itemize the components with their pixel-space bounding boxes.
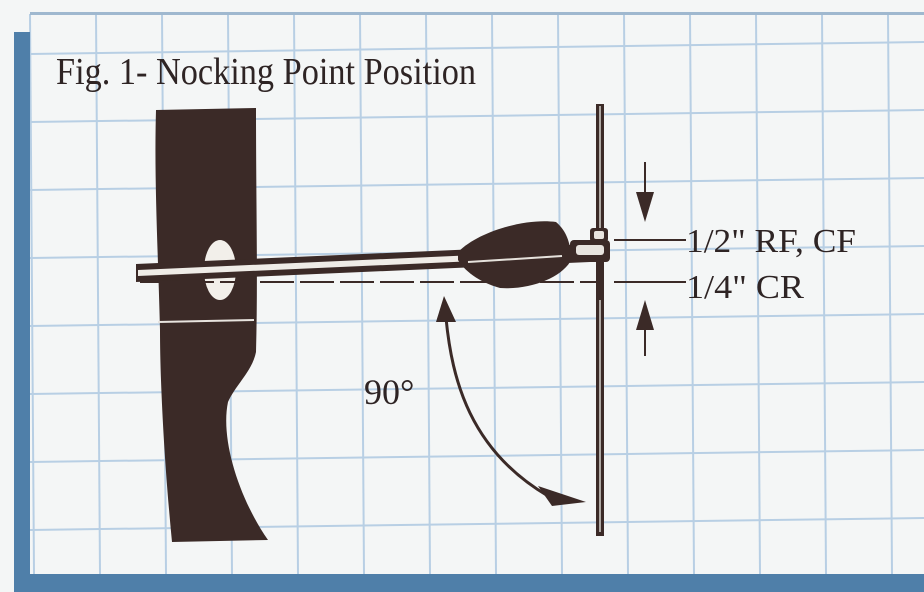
down-arrow-icon bbox=[636, 192, 654, 222]
frame-left-edge bbox=[14, 32, 30, 592]
nock-highlight bbox=[576, 245, 604, 255]
arc-arrowhead-top-icon bbox=[436, 296, 456, 322]
angle-label: 90° bbox=[364, 372, 414, 412]
graph-paper-grid bbox=[29, 13, 924, 575]
nocking-point-marker-highlight bbox=[594, 231, 604, 239]
grid-line-vertical bbox=[623, 13, 629, 575]
grid-line-vertical bbox=[359, 13, 365, 575]
bow-riser bbox=[155, 108, 268, 542]
grid-line-horizontal bbox=[29, 41, 924, 55]
grid-line-vertical bbox=[821, 13, 827, 575]
grid-line-vertical bbox=[887, 13, 893, 575]
right-angle-arc bbox=[444, 317, 549, 498]
frame-top-edge bbox=[30, 12, 924, 15]
arrow-fletching bbox=[458, 221, 571, 289]
up-arrow-icon bbox=[636, 300, 654, 330]
grid-line-vertical bbox=[755, 13, 761, 575]
arc-arrowhead-bottom-icon bbox=[538, 486, 586, 506]
grid-line-vertical bbox=[425, 13, 431, 575]
grid-line-vertical bbox=[491, 13, 497, 575]
fletching-highlight bbox=[467, 255, 563, 263]
lower-measurement-label: 1/4" CR bbox=[686, 269, 804, 306]
riser-shelf-line bbox=[157, 319, 255, 323]
grid-line-vertical bbox=[689, 13, 695, 575]
grid-line-vertical bbox=[95, 13, 101, 575]
upper-measurement-label: 1/2" RF, CF bbox=[686, 223, 856, 260]
grid-line-vertical bbox=[293, 13, 299, 575]
grid-line-vertical bbox=[29, 13, 35, 575]
figure-title: Fig. 1- Nocking Point Position bbox=[56, 51, 476, 93]
grid-line-vertical bbox=[557, 13, 563, 575]
frame-bottom-edge bbox=[14, 574, 924, 592]
